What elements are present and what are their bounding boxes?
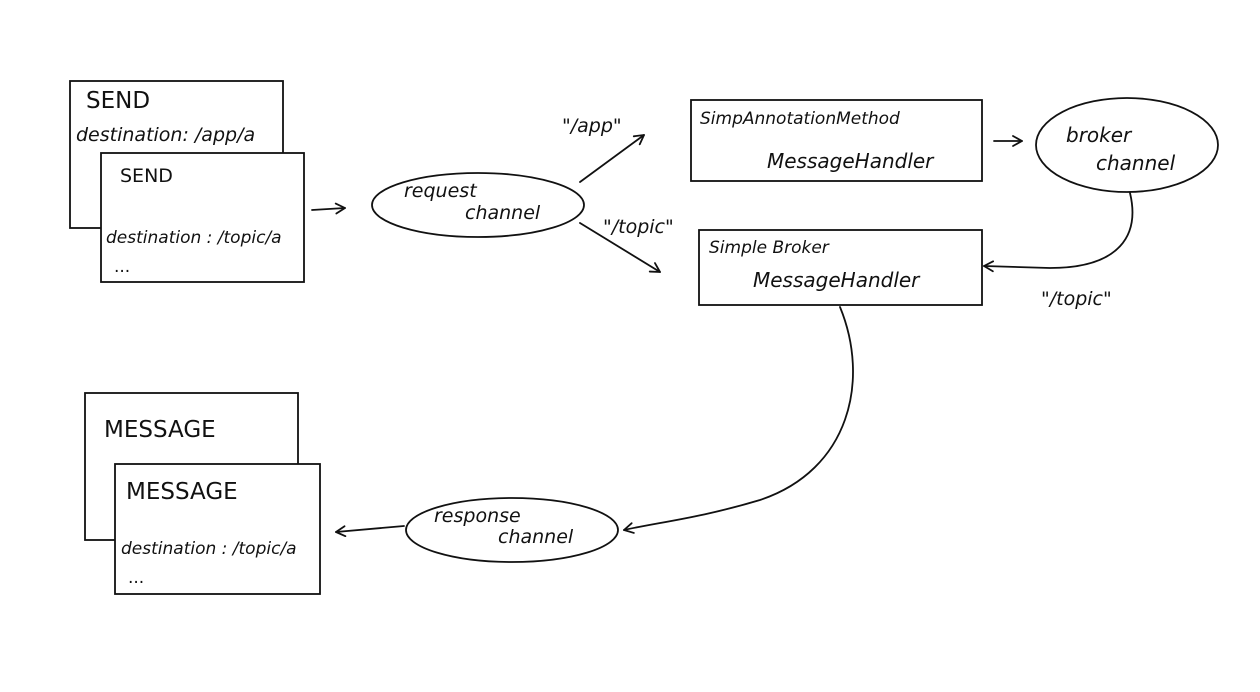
send-back-destination: destination: /app/a bbox=[76, 124, 255, 146]
topic-request-edge-label: "/topic" bbox=[603, 216, 674, 238]
request-channel-line1: request bbox=[404, 180, 478, 202]
broker-channel-line1: broker bbox=[1066, 123, 1133, 147]
request-channel-line2: channel bbox=[465, 202, 541, 224]
message-frame-front: MESSAGE destination : /topic/a ... bbox=[114, 463, 321, 595]
message-back-command: MESSAGE bbox=[104, 417, 216, 443]
annotation-handler-line1: SimpAnnotationMethod bbox=[700, 109, 900, 129]
send-front-ellipsis: ... bbox=[114, 257, 130, 277]
request-to-broker-handler-arrow bbox=[579, 222, 661, 273]
response-to-message-arrow bbox=[335, 525, 405, 538]
annotation-method-handler: SimpAnnotationMethod MessageHandler bbox=[690, 99, 983, 182]
message-front-destination: destination : /topic/a bbox=[121, 539, 297, 559]
simple-broker-line2: MessageHandler bbox=[753, 268, 921, 292]
simple-broker-line1: Simple Broker bbox=[709, 238, 830, 258]
message-front-command: MESSAGE bbox=[126, 479, 238, 505]
request-to-annotation-arrow bbox=[579, 134, 645, 183]
response-channel-line2: channel bbox=[498, 526, 574, 548]
send-back-command: SEND bbox=[86, 88, 150, 114]
broker-handler-to-response-arrow bbox=[623, 306, 854, 534]
broker-channel-line2: channel bbox=[1096, 151, 1176, 175]
message-front-ellipsis: ... bbox=[128, 568, 144, 588]
send-frame-front: SEND destination : /topic/a ... bbox=[100, 152, 305, 283]
broker-channel-to-handler-arrow bbox=[983, 192, 1134, 273]
send-front-destination: destination : /topic/a bbox=[106, 228, 282, 248]
app-edge-label: "/app" bbox=[562, 115, 622, 137]
send-front-command: SEND bbox=[120, 165, 173, 187]
broker-channel: broker channel bbox=[1035, 97, 1219, 193]
topic-broker-edge-label: "/topic" bbox=[1041, 288, 1112, 310]
request-channel: request channel bbox=[371, 172, 585, 238]
send-to-request-arrow bbox=[311, 202, 346, 215]
simple-broker-handler: Simple Broker MessageHandler bbox=[698, 229, 983, 306]
response-channel: response channel bbox=[405, 497, 619, 563]
annotation-handler-line2: MessageHandler bbox=[767, 149, 935, 173]
response-channel-line1: response bbox=[434, 505, 521, 527]
